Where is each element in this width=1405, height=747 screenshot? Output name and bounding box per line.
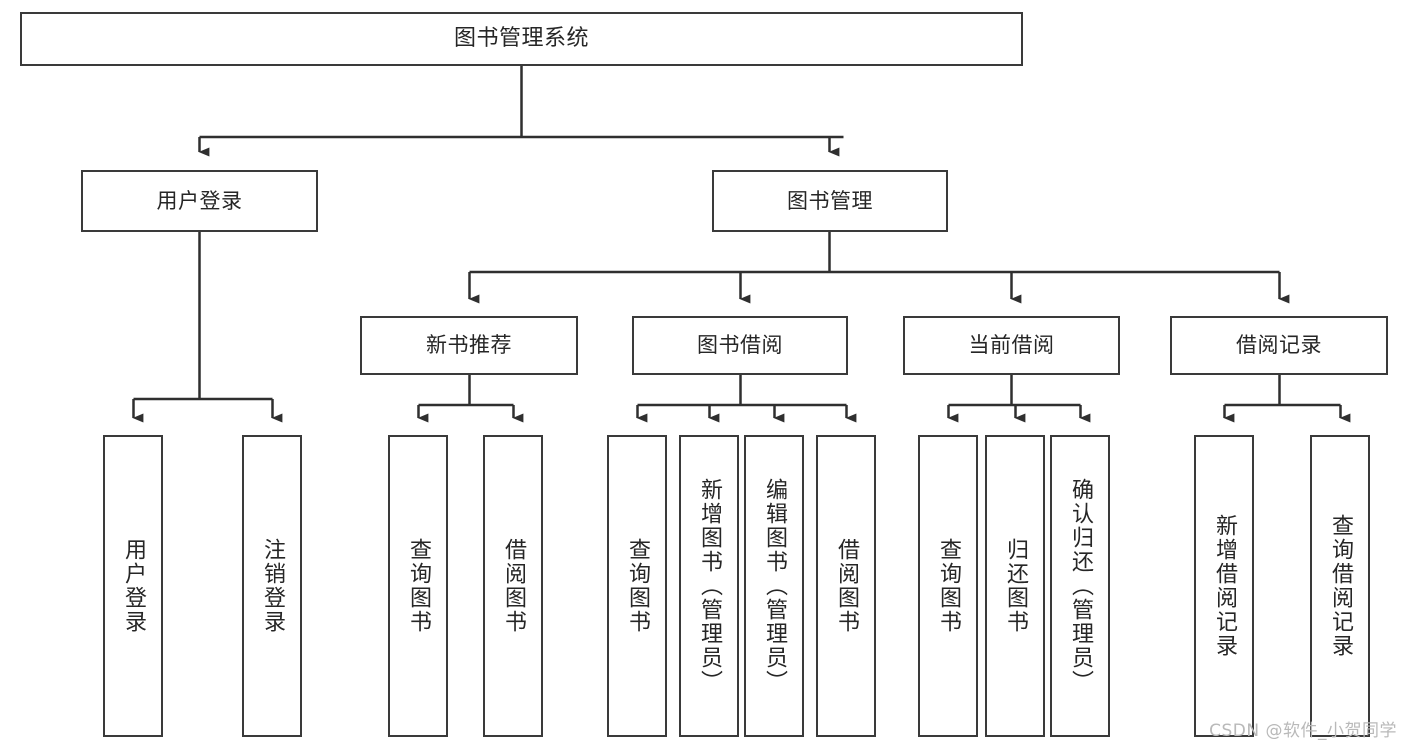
node-leaf-borrow-book-2-label: 借阅图书 xyxy=(834,538,859,634)
node-leaf-add-book-admin[interactable]: 新增图书（管理员） xyxy=(679,435,739,737)
node-book-borrow-label: 图书借阅 xyxy=(697,333,783,358)
node-leaf-user-logout[interactable]: 注销登录 xyxy=(242,435,302,737)
node-leaf-add-borrow-record[interactable]: 新增借阅记录 xyxy=(1194,435,1254,737)
node-leaf-query-book-1[interactable]: 查询图书 xyxy=(388,435,448,737)
node-leaf-borrow-book-1-label: 借阅图书 xyxy=(501,538,526,634)
node-leaf-return-book[interactable]: 归还图书 xyxy=(985,435,1045,737)
node-leaf-borrow-book-2[interactable]: 借阅图书 xyxy=(816,435,876,737)
node-leaf-query-book-2[interactable]: 查询图书 xyxy=(607,435,667,737)
node-book-manage-label: 图书管理 xyxy=(787,188,873,213)
node-leaf-edit-book-admin-label: 编辑图书（管理员） xyxy=(762,478,787,694)
node-leaf-user-login[interactable]: 用户登录 xyxy=(103,435,163,737)
node-leaf-user-logout-label: 注销登录 xyxy=(260,538,285,634)
node-leaf-add-book-admin-label: 新增图书（管理员） xyxy=(697,478,722,694)
node-new-book-recommend[interactable]: 新书推荐 xyxy=(360,316,578,375)
node-new-book-recommend-label: 新书推荐 xyxy=(426,333,512,358)
node-current-borrow[interactable]: 当前借阅 xyxy=(903,316,1120,375)
watermark: CSDN @软件_小贺同学 xyxy=(1209,721,1397,741)
node-leaf-query-book-1-label: 查询图书 xyxy=(406,538,431,634)
node-user-login[interactable]: 用户登录 xyxy=(81,170,318,232)
node-book-borrow[interactable]: 图书借阅 xyxy=(632,316,848,375)
node-leaf-edit-book-admin[interactable]: 编辑图书（管理员） xyxy=(744,435,804,737)
node-leaf-query-borrow-record-label: 查询借阅记录 xyxy=(1328,514,1353,658)
node-leaf-return-book-label: 归还图书 xyxy=(1003,538,1028,634)
node-leaf-query-borrow-record[interactable]: 查询借阅记录 xyxy=(1310,435,1370,737)
node-leaf-query-book-3[interactable]: 查询图书 xyxy=(918,435,978,737)
node-leaf-confirm-return-admin[interactable]: 确认归还（管理员） xyxy=(1050,435,1110,737)
node-book-manage[interactable]: 图书管理 xyxy=(712,170,948,232)
node-leaf-query-book-2-label: 查询图书 xyxy=(625,538,650,634)
node-current-borrow-label: 当前借阅 xyxy=(968,333,1055,358)
node-leaf-add-borrow-record-label: 新增借阅记录 xyxy=(1212,514,1237,658)
node-root[interactable]: 图书管理系统 xyxy=(20,12,1023,66)
node-borrow-record-label: 借阅记录 xyxy=(1236,333,1322,358)
node-user-login-label: 用户登录 xyxy=(156,188,243,213)
node-borrow-record[interactable]: 借阅记录 xyxy=(1170,316,1388,375)
node-leaf-query-book-3-label: 查询图书 xyxy=(936,538,961,634)
node-root-label: 图书管理系统 xyxy=(453,26,589,52)
node-leaf-confirm-return-admin-label: 确认归还（管理员） xyxy=(1068,478,1093,694)
node-leaf-borrow-book-1[interactable]: 借阅图书 xyxy=(483,435,543,737)
node-leaf-user-login-label: 用户登录 xyxy=(121,538,146,634)
